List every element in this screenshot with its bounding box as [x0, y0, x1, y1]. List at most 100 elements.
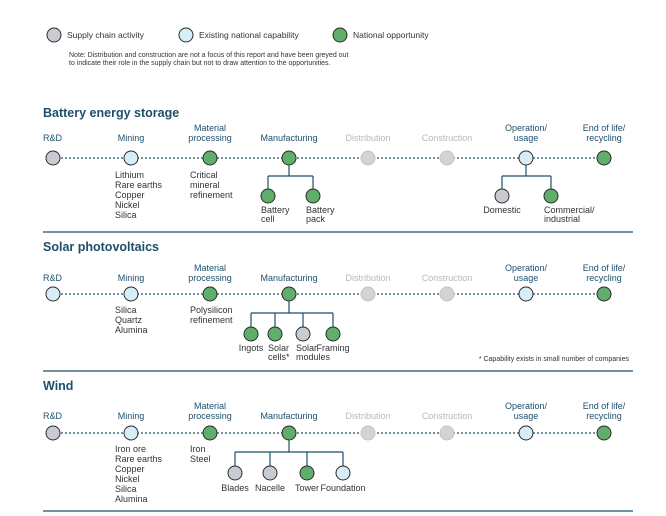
branch-label: cells* [268, 352, 290, 362]
branch-label: Battery [306, 205, 335, 215]
stage-label: R&D [43, 411, 63, 421]
stage-sub-item: Copper [115, 464, 145, 474]
stage-sub-item: Iron ore [115, 444, 146, 454]
stage-node [596, 286, 612, 302]
stage-label: Operation/ [505, 123, 548, 133]
stage-sub-item: Silica [115, 305, 137, 315]
stage-label: usage [514, 133, 539, 143]
stage-label: Construction [422, 133, 473, 143]
stage-label: recycling [586, 411, 622, 421]
stage-sub-item: Silica [115, 210, 137, 220]
branch-node [325, 326, 341, 342]
stage-sub-item: Alumina [115, 494, 148, 504]
stage-node [281, 286, 297, 302]
stage-label: Operation/ [505, 263, 548, 273]
stage-node [439, 286, 455, 302]
branch-label: Nacelle [255, 483, 285, 493]
stage-label: Distribution [345, 273, 390, 283]
stage-label: End of life/ [583, 401, 626, 411]
branch-node [305, 188, 321, 204]
stage-label: End of life/ [583, 123, 626, 133]
branch-label: industrial [544, 214, 580, 224]
legend-note-line: to indicate their role in the supply cha… [69, 60, 331, 67]
stage-sub-item: refinement [190, 315, 233, 325]
legend-marker-opportunity [332, 27, 348, 43]
stage-label: Material [194, 401, 226, 411]
stage-label: Distribution [345, 411, 390, 421]
stage-sub-item: Nickel [115, 474, 140, 484]
stage-node [439, 150, 455, 166]
legend-label-existing: Existing national capability [199, 30, 299, 40]
stage-label: recycling [586, 133, 622, 143]
stage-sub-item: Lithium [115, 170, 144, 180]
stage-label: processing [188, 273, 232, 283]
stage-label: Operation/ [505, 401, 548, 411]
stage-node [439, 425, 455, 441]
branch-label: Commercial/ [544, 205, 595, 215]
stage-sub-item: Alumina [115, 325, 148, 335]
branch-label: cell [261, 214, 275, 224]
branch-label: Ingots [239, 343, 264, 353]
stage-sub-item: mineral [190, 180, 220, 190]
stage-node [281, 150, 297, 166]
legend-marker-activity [46, 27, 62, 43]
branch-node [543, 188, 559, 204]
stage-sub-item: Iron [190, 444, 206, 454]
stage-label: R&D [43, 273, 63, 283]
branch-label: Domestic [483, 205, 521, 215]
stage-label: usage [514, 273, 539, 283]
branch-label: Battery [261, 205, 290, 215]
stage-node [123, 150, 139, 166]
stage-node [360, 150, 376, 166]
stage-node [281, 425, 297, 441]
stage-label: usage [514, 411, 539, 421]
stage-node [518, 150, 534, 166]
stage-node [518, 425, 534, 441]
stage-sub-item: Silica [115, 484, 137, 494]
legend-label-opportunity: National opportunity [353, 30, 429, 40]
branch-label: Framing [316, 343, 349, 353]
stage-sub-item: Rare earths [115, 180, 163, 190]
stage-label: End of life/ [583, 263, 626, 273]
stage-label: R&D [43, 133, 63, 143]
branch-node [299, 465, 315, 481]
branch-node [260, 188, 276, 204]
legend-marker-existing [178, 27, 194, 43]
branch-label: Solar [268, 343, 289, 353]
stage-node [45, 286, 61, 302]
legend-note-line: Note: Distribution and construction are … [69, 52, 348, 59]
branch-label: Solar [296, 343, 317, 353]
stage-label: Construction [422, 411, 473, 421]
stage-node [360, 425, 376, 441]
stage-sub-item: Copper [115, 190, 145, 200]
branch-node [267, 326, 283, 342]
branch-label: modules [296, 352, 331, 362]
stage-node [202, 286, 218, 302]
stage-label: Construction [422, 273, 473, 283]
stage-sub-item: Critical [190, 170, 218, 180]
branch-node [262, 465, 278, 481]
stage-label: recycling [586, 273, 622, 283]
stage-label: processing [188, 411, 232, 421]
branch-node [243, 326, 259, 342]
branch-node [494, 188, 510, 204]
stage-node [123, 286, 139, 302]
stage-node [518, 286, 534, 302]
section-title: Battery energy storage [43, 106, 179, 120]
stage-node [202, 425, 218, 441]
stage-label: Material [194, 123, 226, 133]
section-title: Solar photovoltaics [43, 240, 159, 254]
stage-sub-item: Rare earths [115, 454, 163, 464]
branch-node [227, 465, 243, 481]
stage-node [360, 286, 376, 302]
stage-node [123, 425, 139, 441]
stage-label: Mining [118, 273, 145, 283]
branch-node [295, 326, 311, 342]
branch-label: Blades [221, 483, 249, 493]
stage-label: Manufacturing [260, 411, 317, 421]
stage-sub-item: refinement [190, 190, 233, 200]
stage-node [202, 150, 218, 166]
legend-label-activity: Supply chain activity [67, 30, 145, 40]
